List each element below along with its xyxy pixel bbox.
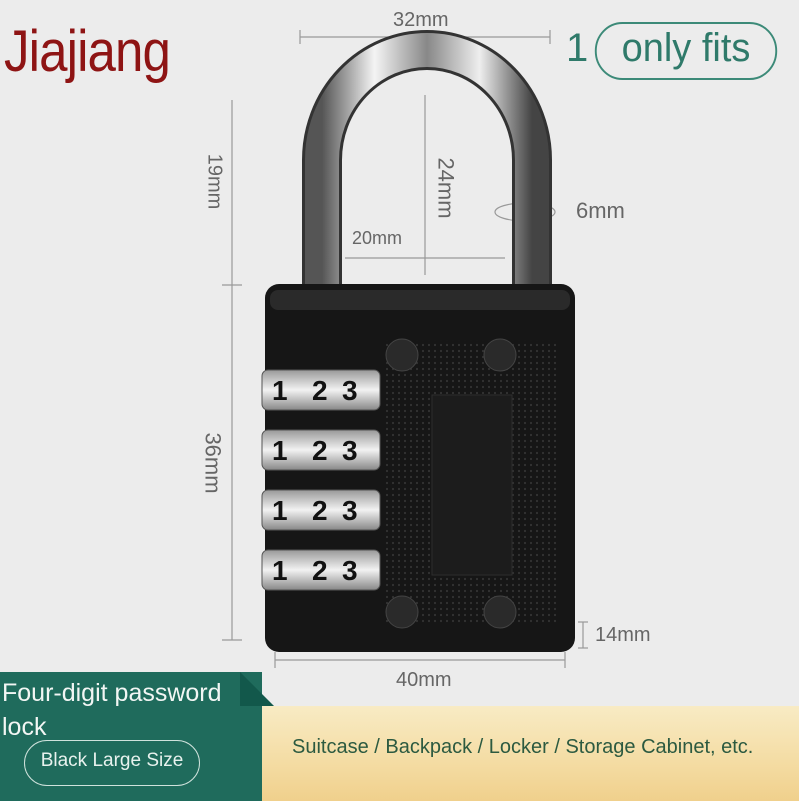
- dial-digit: 1: [272, 495, 288, 526]
- product-title: Four-digit password lock: [2, 679, 222, 741]
- dial-digit: 2: [312, 495, 328, 526]
- dial-3[interactable]: [261, 489, 381, 531]
- dial-digit: 3: [342, 375, 358, 406]
- dial-digit: 3: [342, 435, 358, 466]
- use-cases: Suitcase / Backpack / Locker / Storage C…: [292, 736, 754, 758]
- dim-body-width: 40mm: [396, 669, 452, 691]
- uses-strip: [258, 706, 799, 801]
- badge-number: 1: [566, 26, 589, 70]
- dim-shackle-inner-width: 20mm: [352, 228, 403, 248]
- dim-body-thickness: 14mm: [595, 624, 651, 646]
- dimension-lines: [222, 30, 588, 668]
- dial-2[interactable]: [261, 429, 381, 471]
- dial-4[interactable]: [261, 549, 381, 591]
- dial-digit: 3: [342, 495, 358, 526]
- dim-shackle-width: 32mm: [393, 9, 449, 31]
- variant-badge: Black Large Size: [24, 740, 200, 786]
- fit-badge: only fits: [594, 22, 778, 80]
- banner-fold: [240, 672, 274, 706]
- dial-digit: 1: [272, 435, 288, 466]
- dim-shackle-diameter: 6mm: [576, 198, 625, 223]
- dial-digit: 3: [342, 555, 358, 586]
- dial-digit: 2: [312, 375, 328, 406]
- dim-shackle-clearance: 19mm: [203, 153, 226, 210]
- shackle: [305, 33, 549, 300]
- dial-1[interactable]: [261, 369, 381, 411]
- dial-digit: 2: [312, 555, 328, 586]
- dial-digit: 1: [272, 375, 288, 406]
- dial-digit: 2: [312, 435, 328, 466]
- body-bolts: [385, 338, 517, 629]
- dial-digit: 1: [272, 555, 288, 586]
- brand-logo: Jiajiang: [4, 19, 171, 84]
- dim-body-height: 36mm: [200, 432, 226, 494]
- dim-shackle-height: 24mm: [433, 157, 459, 219]
